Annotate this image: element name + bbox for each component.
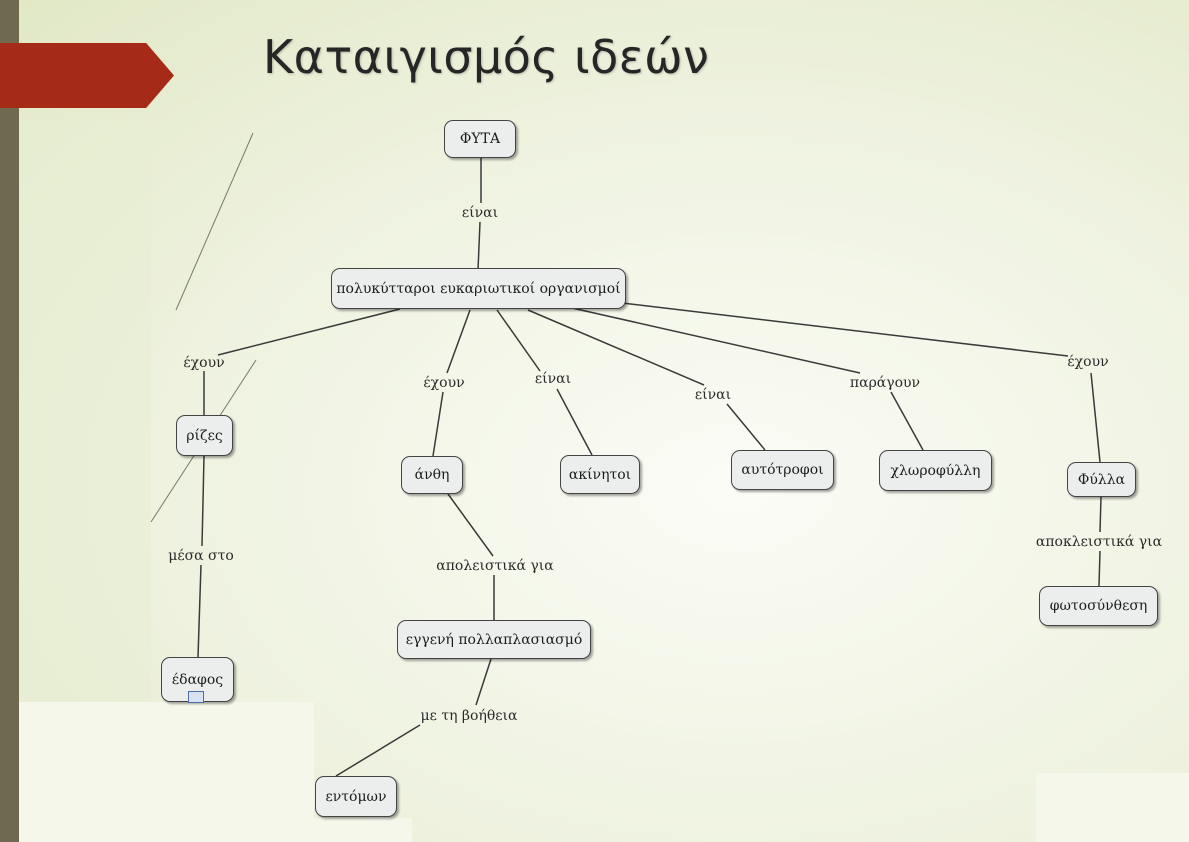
diagram-paper-left <box>19 120 151 710</box>
connector-voitheia-entomon <box>335 724 421 777</box>
pale-patch-bottom-right <box>1036 773 1189 842</box>
link-einai-aftotrofoi: είναι <box>694 387 732 403</box>
connector-einai-aftotrofoi <box>726 403 766 451</box>
link-einai-main: είναι <box>461 205 499 221</box>
node-polykyttaroi: πολυκύτταροι ευκαριωτικοί οργανισμοί <box>331 268 626 309</box>
connector-poly-einai-akinitoi <box>496 309 541 372</box>
slide-title: Καταιγισμός ιδεών <box>263 30 710 84</box>
connector-echoun-anthi <box>432 391 444 457</box>
connector-rizes-mesa-sto <box>201 455 205 547</box>
connector-poly-echoun-anthi <box>446 309 471 374</box>
node-rizes: ρίζες <box>176 415 233 456</box>
connector-eggeni-voitheia <box>475 658 492 706</box>
title-accent-arrow <box>0 43 174 108</box>
node-fyta: ΦΥΤΑ <box>444 120 516 158</box>
node-akinitoi: ακίνητοι <box>560 455 640 494</box>
connector-fylla-apokleistika <box>1099 496 1102 533</box>
connector-einai-akinitoi <box>556 388 593 456</box>
link-apokleistika-gia: αποκλειστικά για <box>1035 534 1163 550</box>
pale-patch-bottom-center <box>264 818 412 842</box>
link-mesa-sto: μέσα στο <box>168 548 234 564</box>
link-einai-akinitoi: είναι <box>534 371 572 387</box>
node-fotosynthesi: φωτοσύνθεση <box>1039 586 1158 626</box>
node-eggeni: εγγενή πολλαπλασιασμό <box>397 620 591 659</box>
connector-mesa-sto-edafos <box>197 564 202 658</box>
link-echoun-rizes: έχουν <box>183 355 225 371</box>
node-aftotrofoi: αυτότροφοι <box>731 450 834 490</box>
connector-paragoun-chlorofylli <box>890 391 924 451</box>
link-me-ti-voitheia: με τη βοήθεια <box>420 708 518 724</box>
node-chlorofylli: χλωροφύλλη <box>879 450 992 491</box>
node-entomon: εντόμων <box>315 776 397 817</box>
map-thumbnail-icon <box>188 691 204 703</box>
connector-anthi-apoleistika <box>447 493 494 557</box>
connector-poly-paragoun <box>571 307 861 374</box>
decorative-curve-upper <box>175 132 254 311</box>
connector-poly-echoun-rizes <box>217 308 401 356</box>
left-color-bar <box>0 0 19 842</box>
link-echoun-anthi: έχουν <box>423 375 465 391</box>
link-apoleistika-gia: απολειστικά για <box>436 558 554 574</box>
link-echoun-fylla: έχουν <box>1067 354 1109 370</box>
connector-apokleistika-fotosynthesi <box>1098 550 1101 587</box>
connector-poly-echoun-fylla <box>621 302 1069 357</box>
node-anthi: άνθη <box>401 456 463 494</box>
link-paragoun: παράγουν <box>849 375 921 391</box>
node-fylla: Φύλλα <box>1067 462 1136 497</box>
connector-einai-polykyttaroi <box>477 221 481 271</box>
connector-echoun-fylla <box>1090 372 1101 463</box>
